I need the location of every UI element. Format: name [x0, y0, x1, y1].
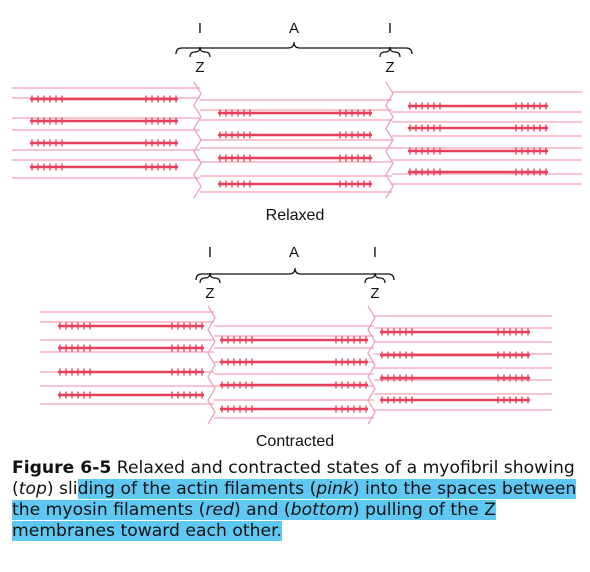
top-label-a: A — [289, 20, 299, 37]
bottom-left-i-brace — [199, 272, 221, 284]
bottom-right-i-brace — [364, 272, 386, 284]
relaxed-label: Relaxed — [266, 207, 325, 224]
figure-caption: Figure 6-5 Relaxed and contracted states… — [12, 458, 577, 541]
contracted-panel — [40, 267, 552, 425]
top-a-band-brace — [175, 41, 413, 55]
myofibril-diagram: I A I Z Z Relaxed I A I Z Z Contracted — [12, 20, 582, 450]
z-line — [193, 81, 202, 199]
figure-number: Figure 6-5 — [12, 458, 112, 478]
bottom-label-i-left: I — [208, 244, 212, 261]
top-left-i-brace — [189, 46, 211, 58]
z-line — [367, 305, 376, 425]
contracted-label: Contracted — [256, 433, 334, 450]
bottom-label-i-right: I — [373, 244, 377, 261]
top-label-z-left: Z — [195, 59, 204, 76]
top-right-i-brace — [379, 46, 401, 58]
relaxed-panel — [12, 41, 582, 199]
top-label-i-right: I — [388, 20, 392, 37]
top-label-z-right: Z — [385, 59, 394, 76]
bottom-label-z-right: Z — [370, 285, 379, 302]
z-line — [385, 81, 394, 199]
bottom-label-z-left: Z — [205, 285, 214, 302]
bottom-a-band-brace — [195, 267, 395, 281]
bottom-label-a: A — [289, 244, 299, 261]
z-line — [207, 305, 216, 425]
top-label-i-left: I — [198, 20, 202, 37]
